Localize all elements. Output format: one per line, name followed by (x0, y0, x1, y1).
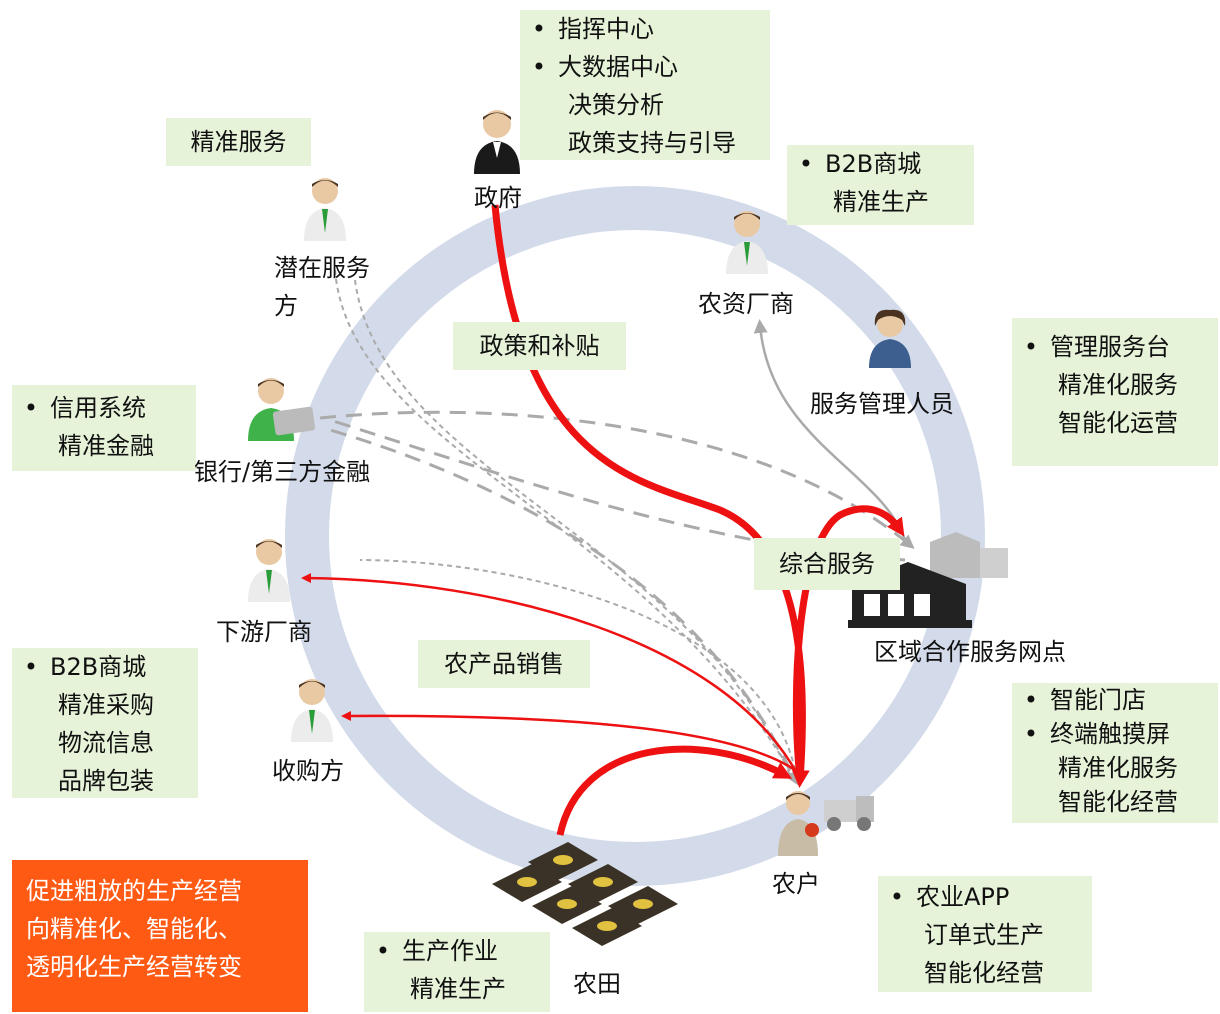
purchase-item-2: 精准采购 (58, 691, 154, 719)
dashed-line-farmer-provider (359, 559, 796, 771)
agri-supplier-box: B2B商城 精准生产 (787, 145, 974, 225)
buyer-icon (287, 676, 337, 746)
grey-arrow-manager (753, 319, 907, 541)
service-point-icon (848, 532, 1013, 632)
government-label: 政府 (474, 184, 522, 212)
field-work-box: 生产作业 精准生产 (364, 932, 550, 1012)
red-arrow-field-farmer (556, 745, 793, 836)
callout-line-2: 向精准化、智能化、 (26, 915, 242, 943)
store-item-1: 智能门店 (1012, 683, 1218, 717)
red-arrow-farmer-downstream (301, 573, 797, 771)
credit-box: 信用系统 精准金融 (12, 385, 196, 471)
dashed-line-provider-farmer (334, 269, 798, 786)
mgmt-box: 管理服务台 精准化服务 智能化运营 (1012, 318, 1218, 466)
gov-item-3: 决策分析 (568, 91, 664, 119)
app-item-2: 订单式生产 (924, 921, 1044, 949)
service-manager-label: 服务管理人员 (810, 390, 954, 418)
service-manager-icon (865, 308, 915, 372)
supplier-item-2: 精准生产 (833, 188, 929, 216)
gov-item-1: 指挥中心 (520, 10, 770, 48)
field-item-2: 精准生产 (410, 975, 506, 1003)
credit-item-1: 信用系统 (12, 389, 196, 427)
app-box: 农业APP 订单式生产 智能化经营 (878, 876, 1092, 992)
potential-provider-label-1: 潜在服务 (274, 254, 370, 282)
callout-line-3: 透明化生产经营转变 (26, 953, 242, 981)
precise-service-box: 精准服务 (166, 118, 311, 166)
agri-supplier-icon (722, 208, 772, 278)
farmer-icon (776, 788, 880, 860)
comprehensive-service-box: 综合服务 (754, 538, 900, 590)
b2b-purchase-box: B2B商城 精准采购 物流信息 品牌包装 (12, 648, 198, 798)
purchase-item-1: B2B商城 (12, 648, 198, 686)
buyer-label: 收购方 (272, 757, 344, 785)
supplier-item-1: B2B商城 (787, 145, 974, 183)
dashed-line-farmer-bank (329, 428, 792, 771)
government-icon (470, 108, 524, 178)
agri-supplier-label: 农资厂商 (698, 290, 794, 318)
store-item-4: 智能化经营 (1058, 788, 1178, 816)
gov-functions-box: 指挥中心 大数据中心 决策分析 政策支持与引导 (520, 10, 770, 160)
gov-item-2: 大数据中心 (520, 48, 770, 86)
downstream-icon (244, 536, 294, 606)
comprehensive-service-label: 综合服务 (779, 550, 875, 578)
field-label: 农田 (573, 970, 621, 998)
policy-subsidy-label: 政策和补贴 (479, 332, 600, 360)
app-item-1: 农业APP (878, 878, 1092, 916)
gov-item-4: 政策支持与引导 (568, 129, 736, 157)
service-point-label: 区域合作服务网点 (874, 638, 1066, 666)
callout-line-1: 促进粗放的生产经营 (26, 877, 242, 905)
precise-service-label: 精准服务 (190, 128, 287, 156)
mgmt-item-3: 智能化运营 (1058, 409, 1178, 437)
dashed-line-provider-farmer-2 (354, 279, 791, 776)
policy-subsidy-box: 政策和补贴 (453, 322, 626, 370)
purchase-item-4: 品牌包装 (58, 767, 154, 795)
transformation-callout: 促进粗放的生产经营 向精准化、智能化、 透明化生产经营转变 (12, 860, 308, 1012)
store-item-3: 精准化服务 (1058, 754, 1178, 782)
dashed-line-bank-point (319, 410, 915, 549)
bank-label: 银行/第三方金融 (194, 458, 371, 486)
credit-item-2: 精准金融 (58, 432, 154, 460)
agri-sales-label: 农产品销售 (444, 650, 564, 678)
potential-provider-label-2: 方 (274, 292, 298, 320)
potential-provider-icon (300, 175, 350, 245)
agri-sales-box: 农产品销售 (418, 640, 590, 688)
purchase-item-3: 物流信息 (58, 729, 154, 757)
bank-icon (246, 375, 318, 445)
app-item-3: 智能化经营 (924, 959, 1044, 987)
store-box: 智能门店 终端触摸屏 精准化服务 智能化经营 (1012, 683, 1218, 823)
farmer-label: 农户 (772, 870, 820, 898)
field-item-1: 生产作业 (364, 932, 550, 970)
field-icon (488, 832, 708, 966)
store-item-2: 终端触摸屏 (1012, 717, 1218, 751)
red-arrow-farmer-buyer (341, 710, 796, 772)
mgmt-item-2: 精准化服务 (1058, 371, 1178, 399)
downstream-label: 下游厂商 (216, 618, 312, 646)
mgmt-item-1: 管理服务台 (1012, 328, 1218, 366)
